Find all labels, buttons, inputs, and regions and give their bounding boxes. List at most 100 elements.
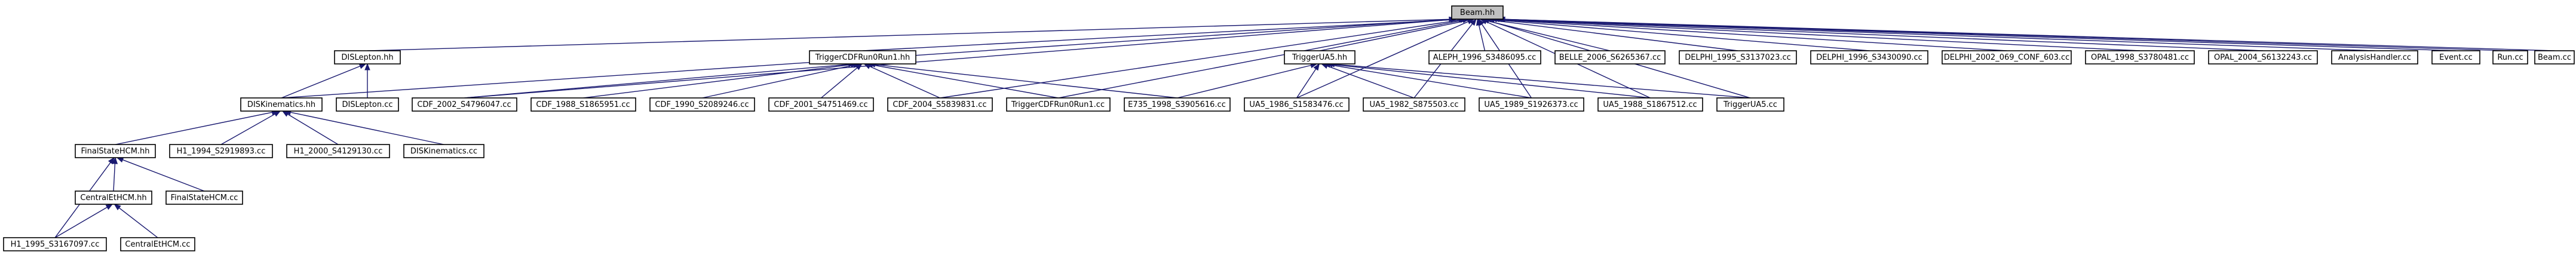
- node-centralethcm-cc[interactable]: CentralEtHCM.cc: [120, 237, 195, 251]
- node-label: OPAL_1998_S3780481.cc: [2091, 53, 2189, 62]
- dependency-edge: [1329, 64, 1532, 99]
- node-e735-1998[interactable]: E735_1998_S3905616.cc: [1124, 97, 1231, 112]
- node-cdf-2001[interactable]: CDF_2001_S4751469.cc: [768, 97, 874, 112]
- node-opal-1998[interactable]: OPAL_1998_S3780481.cc: [2085, 50, 2195, 64]
- dependency-edge: [862, 19, 1459, 51]
- dependency-edge: [702, 64, 854, 99]
- node-label: FinalStateHCM.cc: [171, 193, 238, 202]
- node-label: DELPHI_2002_069_CONF_603.cc: [1944, 53, 2070, 62]
- dependency-edge: [464, 19, 1452, 99]
- node-aleph-1996[interactable]: ALEPH_1996_S3486095.cc: [1428, 50, 1541, 64]
- node-label: Beam.cc: [2538, 53, 2571, 62]
- dependency-edge: [122, 159, 205, 192]
- node-label: UA5_1982_S875503.cc: [1369, 100, 1458, 109]
- node-ua5-1989[interactable]: UA5_1989_S1926373.cc: [1479, 97, 1584, 112]
- node-label: TriggerUA5.hh: [1292, 53, 1347, 62]
- node-triggercdf-hh[interactable]: TriggerCDFRun0Run1.hh: [809, 50, 916, 64]
- node-label: Beam.hh: [1460, 8, 1495, 17]
- node-label: UA5_1988_S1867512.cc: [1603, 100, 1697, 109]
- node-label: TriggerCDFRun0Run1.cc: [1011, 100, 1105, 109]
- node-triggercdf-cc[interactable]: TriggerCDFRun0Run1.cc: [1006, 97, 1111, 112]
- node-cdf-1988[interactable]: CDF_1988_S1865951.cc: [530, 97, 636, 112]
- dependency-edge: [367, 19, 1450, 51]
- node-label: UA5_1986_S1583476.cc: [1249, 100, 1343, 109]
- node-cdf-2004[interactable]: CDF_2004_S5839831.cc: [887, 97, 993, 112]
- dependency-edge: [1499, 19, 2264, 51]
- dependency-edge: [821, 67, 858, 99]
- dependency-edge: [1177, 64, 1311, 99]
- node-label: CDF_2004_S5839831.cc: [893, 100, 986, 109]
- dependency-edge: [1501, 19, 2375, 51]
- node-label: H1_1994_S2919893.cc: [177, 147, 266, 156]
- dependency-edge: [1334, 64, 1751, 99]
- node-dislepton-cc[interactable]: DISLepton.cc: [336, 97, 399, 112]
- dependency-edge: [875, 64, 1177, 99]
- node-label: CDF_2002_S4796047.cc: [417, 100, 511, 109]
- node-ua5-1988[interactable]: UA5_1988_S1867512.cc: [1597, 97, 1703, 112]
- node-label: H1_1995_S3167097.cc: [11, 240, 100, 249]
- node-beam-cc[interactable]: Beam.cc: [2534, 50, 2575, 64]
- node-dislepton-hh[interactable]: DISLepton.hh: [334, 50, 401, 64]
- arrow-head-icon: [1470, 18, 1477, 26]
- dependency-edge: [54, 207, 108, 238]
- node-centralethcm-hh[interactable]: CentralEtHCM.hh: [75, 191, 152, 205]
- node-label: TriggerCDFRun0Run1.hh: [815, 53, 910, 62]
- node-layer: Beam.hh DISLepton.hh TriggerCDFRun0Run1.…: [3, 5, 2575, 251]
- node-label: CentralEtHCM.hh: [80, 193, 146, 202]
- node-label: H1_2000_S4129130.cc: [294, 147, 383, 156]
- dependency-edge: [1058, 20, 1464, 99]
- node-h1-1994[interactable]: H1_1994_S2919893.cc: [169, 144, 273, 158]
- arrow-head-icon: [273, 110, 281, 117]
- node-triggerua5-hh[interactable]: TriggerUA5.hh: [1284, 50, 1356, 64]
- edge-layer: [54, 16, 2555, 238]
- node-triggerua5-cc[interactable]: TriggerUA5.cc: [1716, 97, 1784, 112]
- node-finalstatehcm-hh[interactable]: FinalStateHCM.hh: [75, 144, 156, 158]
- dependency-edge: [464, 64, 849, 99]
- node-label: BELLE_2006_S6265367.cc: [1559, 53, 1661, 62]
- node-label: Event.cc: [2439, 53, 2473, 62]
- node-label: CDF_1990_S2089246.cc: [655, 100, 749, 109]
- node-label: DISLepton.cc: [342, 100, 392, 109]
- node-h1-2000[interactable]: H1_2000_S4129130.cc: [286, 144, 390, 158]
- node-cdf-2002[interactable]: CDF_2002_S4796047.cc: [412, 97, 517, 112]
- dependency-edge: [281, 66, 361, 99]
- node-ua5-1986[interactable]: UA5_1986_S1583476.cc: [1244, 97, 1350, 112]
- arrow-head-icon: [1313, 63, 1320, 71]
- node-opal-2004[interactable]: OPAL_2004_S6132243.cc: [2208, 50, 2318, 64]
- node-finalstatehcm-cc[interactable]: FinalStateHCM.cc: [165, 191, 243, 205]
- dependency-edge: [113, 163, 116, 192]
- node-label: AnalysisHandler.cc: [2338, 53, 2411, 62]
- node-label: E735_1998_S3905616.cc: [1128, 100, 1226, 109]
- node-delphi-1996[interactable]: DELPHI_1996_S3430090.cc: [1810, 50, 1928, 64]
- dependency-edge: [1478, 24, 1486, 51]
- node-run-cc[interactable]: Run.cc: [2492, 50, 2528, 64]
- node-analysishandler[interactable]: AnalysisHandler.cc: [2331, 50, 2418, 64]
- node-label: CDF_1988_S1865951.cc: [536, 100, 630, 109]
- node-cdf-1990[interactable]: CDF_1990_S2089246.cc: [649, 97, 755, 112]
- dependency-edge: [1296, 68, 1317, 99]
- node-label: FinalStateHCM.hh: [81, 147, 149, 156]
- node-label: CentralEtHCM.cc: [125, 240, 190, 249]
- arrow-head-icon: [108, 156, 115, 165]
- node-delphi-1995[interactable]: DELPHI_1995_S3137023.cc: [1679, 50, 1797, 64]
- node-label: Run.cc: [2497, 53, 2523, 62]
- arrow-head-icon: [364, 63, 370, 70]
- arrow-head-icon: [358, 63, 367, 69]
- node-beam-hh[interactable]: Beam.hh: [1451, 5, 1504, 20]
- dependency-edge: [115, 112, 272, 145]
- node-delphi-2002[interactable]: DELPHI_2002_069_CONF_603.cc: [1942, 50, 2072, 64]
- node-h1-1995[interactable]: H1_1995_S3167097.cc: [3, 237, 107, 251]
- dependency-edge: [1491, 19, 1870, 51]
- arrow-head-icon: [1478, 18, 1485, 26]
- dependency-edge: [869, 66, 940, 99]
- node-ua5-1982[interactable]: UA5_1982_S875503.cc: [1363, 97, 1465, 112]
- node-belle-2006[interactable]: BELLE_2006_S6265367.cc: [1554, 50, 1666, 64]
- arrow-head-icon: [112, 156, 118, 164]
- node-label: ALEPH_1996_S3486095.cc: [1433, 53, 1537, 62]
- dependency-edge: [1494, 19, 2007, 51]
- node-event-cc[interactable]: Event.cc: [2431, 50, 2480, 64]
- node-diskinematics-cc[interactable]: DISKinematics.cc: [403, 144, 484, 158]
- node-diskinematics-hh[interactable]: DISKinematics.hh: [240, 97, 323, 112]
- dependency-edge: [1488, 19, 1738, 51]
